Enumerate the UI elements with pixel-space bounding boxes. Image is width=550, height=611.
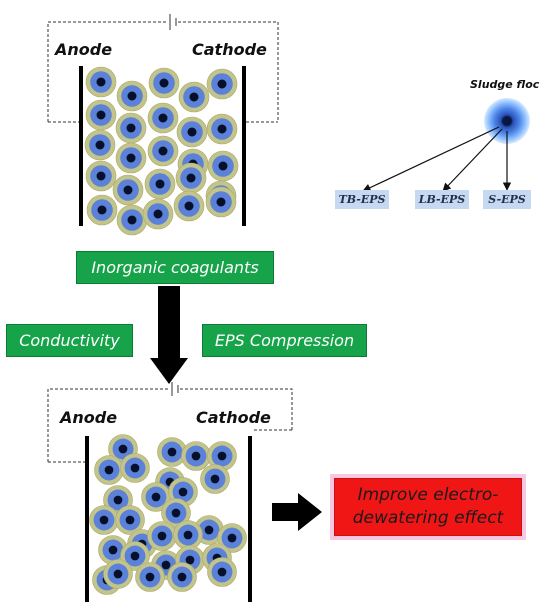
- top-anode-electrode: [79, 66, 83, 226]
- sludge-particle: [173, 190, 205, 222]
- sludge-particle: [144, 168, 176, 200]
- sludge-particle: [115, 505, 145, 535]
- improve-electro-dewatering-box: Improve electro-dewatering effect: [334, 478, 522, 536]
- sludge-particle: [147, 521, 177, 551]
- sludge-particle: [115, 142, 147, 174]
- sludge-particle: [157, 437, 187, 467]
- sludge-particle: [85, 66, 117, 98]
- sludge-particle: [120, 453, 150, 483]
- sludge-particle: [108, 434, 138, 464]
- sludge-particle: [103, 559, 133, 589]
- inorganic-coagulants-box: Inorganic coagulants: [76, 251, 274, 284]
- sludge-particle: [116, 204, 148, 236]
- sludge-particle: [94, 455, 124, 485]
- sludge-particle: [85, 160, 117, 192]
- s-eps-box: S-EPS: [483, 190, 531, 209]
- sludge-particle: [112, 174, 144, 206]
- sludge-particle: [200, 464, 230, 494]
- conductivity-box: Conductivity: [6, 324, 133, 357]
- sludge-particle: [181, 441, 211, 471]
- battery-icon: [169, 14, 177, 30]
- tb-eps-box: TB-EPS: [335, 190, 389, 209]
- sludge-particle: [115, 112, 147, 144]
- sludge-floc-icon: [484, 98, 530, 144]
- sludge-particle: [175, 162, 207, 194]
- sludge-particle: [176, 116, 208, 148]
- sludge-particle: [167, 562, 197, 592]
- sludge-particle: [205, 186, 237, 218]
- sludge-particle: [178, 81, 210, 113]
- sludge-particle: [217, 523, 247, 553]
- top-anode-label: Anode: [55, 40, 113, 59]
- sludge-particle: [84, 129, 116, 161]
- lb-eps-box: LB-EPS: [415, 190, 469, 209]
- battery-icon: [171, 382, 179, 396]
- top-cathode-electrode: [242, 66, 246, 226]
- sludge-particle: [86, 194, 118, 226]
- sludge-particle: [147, 135, 179, 167]
- bottom-anode-label: Anode: [60, 408, 118, 427]
- top-cathode-label: Cathode: [192, 40, 267, 59]
- floc-arrows: [362, 126, 512, 192]
- eps-compression-box: EPS Compression: [202, 324, 367, 357]
- top-sludge-particles: [84, 66, 239, 236]
- sludge-particle: [148, 67, 180, 99]
- right-arrow-icon: [272, 493, 322, 531]
- down-arrow-icon: [150, 286, 188, 384]
- bottom-cathode-electrode: [248, 436, 252, 602]
- sludge-particle: [207, 441, 237, 471]
- bottom-cathode-label: Cathode: [196, 408, 271, 427]
- sludge-particle: [142, 198, 174, 230]
- sludge-particle: [206, 113, 238, 145]
- sludge-particle: [89, 505, 119, 535]
- sludge-floc-title: Sludge floc: [470, 78, 540, 91]
- sludge-particle: [85, 99, 117, 131]
- sludge-particle: [206, 68, 238, 100]
- bottom-sludge-particles: [89, 434, 247, 595]
- sludge-particle: [147, 102, 179, 134]
- top-circuit-wire: [47, 21, 279, 123]
- bottom-circuit-wire: [47, 388, 293, 463]
- sludge-particle: [161, 498, 191, 528]
- sludge-particle: [141, 482, 171, 512]
- bottom-anode-electrode: [85, 436, 89, 602]
- sludge-particle: [207, 557, 237, 587]
- sludge-particle: [135, 562, 165, 592]
- sludge-particle: [116, 80, 148, 112]
- sludge-particle: [173, 520, 203, 550]
- sludge-particle: [207, 150, 239, 182]
